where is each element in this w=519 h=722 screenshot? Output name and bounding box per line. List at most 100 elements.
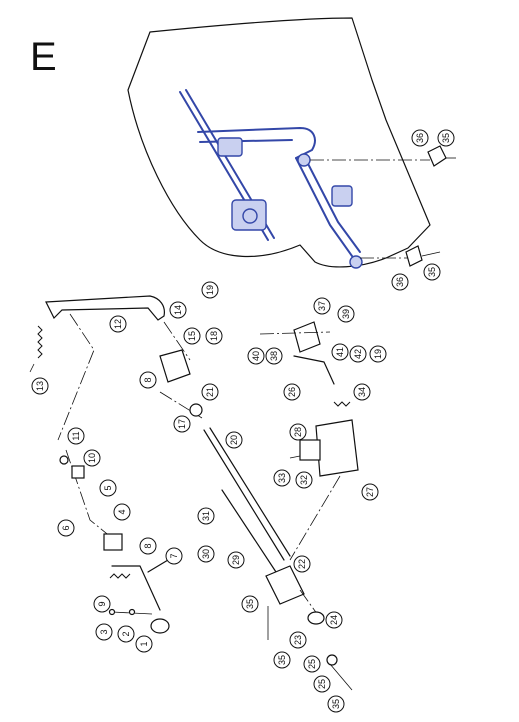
part-number: 8 [143, 377, 153, 382]
part-number: 42 [353, 349, 363, 359]
part-number: 32 [299, 475, 309, 485]
part-callout: 33 [273, 469, 291, 487]
part-number: 40 [251, 351, 261, 361]
part-number: 25 [317, 679, 327, 689]
callout-circle [227, 551, 245, 569]
part-callout: 11 [67, 427, 85, 445]
callout-circle [197, 507, 215, 525]
part-number: 19 [373, 349, 383, 359]
callout-circle [67, 427, 85, 445]
callout-circle [289, 423, 307, 441]
part-callout: 6 [57, 519, 75, 537]
part-callout: 31 [197, 507, 215, 525]
callout-circle [135, 635, 153, 653]
part-callout: 29 [227, 551, 245, 569]
part-number: 33 [277, 473, 287, 483]
part-number: 29 [231, 555, 241, 565]
callout-circle [313, 675, 331, 693]
part-number: 1 [139, 641, 149, 646]
part-callout: 9 [93, 595, 111, 613]
part-callout: 2 [117, 625, 135, 643]
part-number: 20 [229, 435, 239, 445]
callout-circle [139, 371, 157, 389]
part-number: 38 [269, 351, 279, 361]
part-number: 28 [293, 427, 303, 437]
part-callout: 36 [411, 129, 429, 147]
part-number: 9 [97, 601, 107, 606]
part-callout: 5 [99, 479, 117, 497]
part-number: 37 [317, 301, 327, 311]
callout-circle [113, 503, 131, 521]
callout-circle [327, 695, 345, 713]
inset-callouts: 36 35 36 35 [391, 129, 455, 291]
part-callout: 8 [139, 537, 157, 555]
part-callout: 27 [361, 483, 379, 501]
part-number: 18 [209, 331, 219, 341]
callout-circle [95, 623, 113, 641]
section-letter: E [30, 35, 57, 79]
part-callout: 41 [331, 343, 349, 361]
part-callout: 12 [109, 315, 127, 333]
part-number: 17 [177, 419, 187, 429]
part-callout: 35 [327, 695, 345, 713]
part-callout: 28 [289, 423, 307, 441]
callout-circle [247, 347, 265, 365]
part-callout: 24 [325, 611, 343, 629]
callout-circle [411, 129, 429, 147]
part-number: 2 [121, 631, 131, 636]
callout-circle [173, 415, 191, 433]
callout-circle [361, 483, 379, 501]
part-callout: 7 [165, 547, 183, 565]
part-number: 23 [293, 635, 303, 645]
callout-circle [289, 631, 307, 649]
part-callout: 37 [313, 297, 331, 315]
part-callout: 3 [95, 623, 113, 641]
part-callout: 13 [31, 377, 49, 395]
callout-circle [225, 431, 243, 449]
part-callout: 25 [303, 655, 321, 673]
part-number: 10 [87, 453, 97, 463]
part-callout: 20 [225, 431, 243, 449]
part-number: 14 [173, 305, 183, 315]
part-callout: 1 [135, 635, 153, 653]
part-number: 41 [335, 347, 345, 357]
callout-circle [99, 479, 117, 497]
part-number: 36 [395, 277, 405, 287]
callout-circle [349, 345, 367, 363]
part-callout: 4 [113, 503, 131, 521]
part-number: 8 [143, 543, 153, 548]
part-number: 4 [117, 509, 127, 514]
part-callout: 32 [295, 471, 313, 489]
callout-circle [57, 519, 75, 537]
callout-circle [31, 377, 49, 395]
part-number: 11 [71, 431, 81, 440]
part-number: 30 [201, 549, 211, 559]
part-number: 35 [245, 599, 255, 609]
callout-circle [273, 469, 291, 487]
part-callout: 19 [201, 281, 219, 299]
callout-circle [437, 129, 455, 147]
part-number: 34 [357, 387, 367, 397]
part-number: 31 [201, 511, 211, 521]
callout-circle [205, 327, 223, 345]
callout-circle [201, 383, 219, 401]
callout-circle [201, 281, 219, 299]
part-number: 15 [187, 331, 197, 341]
part-callout: 22 [293, 555, 311, 573]
part-callout: 35 [423, 263, 441, 281]
part-callout: 21 [201, 383, 219, 401]
part-callout: 23 [289, 631, 307, 649]
callout-circle [293, 555, 311, 573]
callout-circle [83, 449, 101, 467]
part-number: 26 [287, 387, 297, 397]
callout-circle [423, 263, 441, 281]
callout-circle [183, 327, 201, 345]
part-callout: 30 [197, 545, 215, 563]
callout-circle [117, 625, 135, 643]
part-callout: 26 [283, 383, 301, 401]
part-callout: 18 [205, 327, 223, 345]
part-number: 22 [297, 559, 307, 569]
part-number: 35 [441, 133, 451, 143]
part-callout: 10 [83, 449, 101, 467]
